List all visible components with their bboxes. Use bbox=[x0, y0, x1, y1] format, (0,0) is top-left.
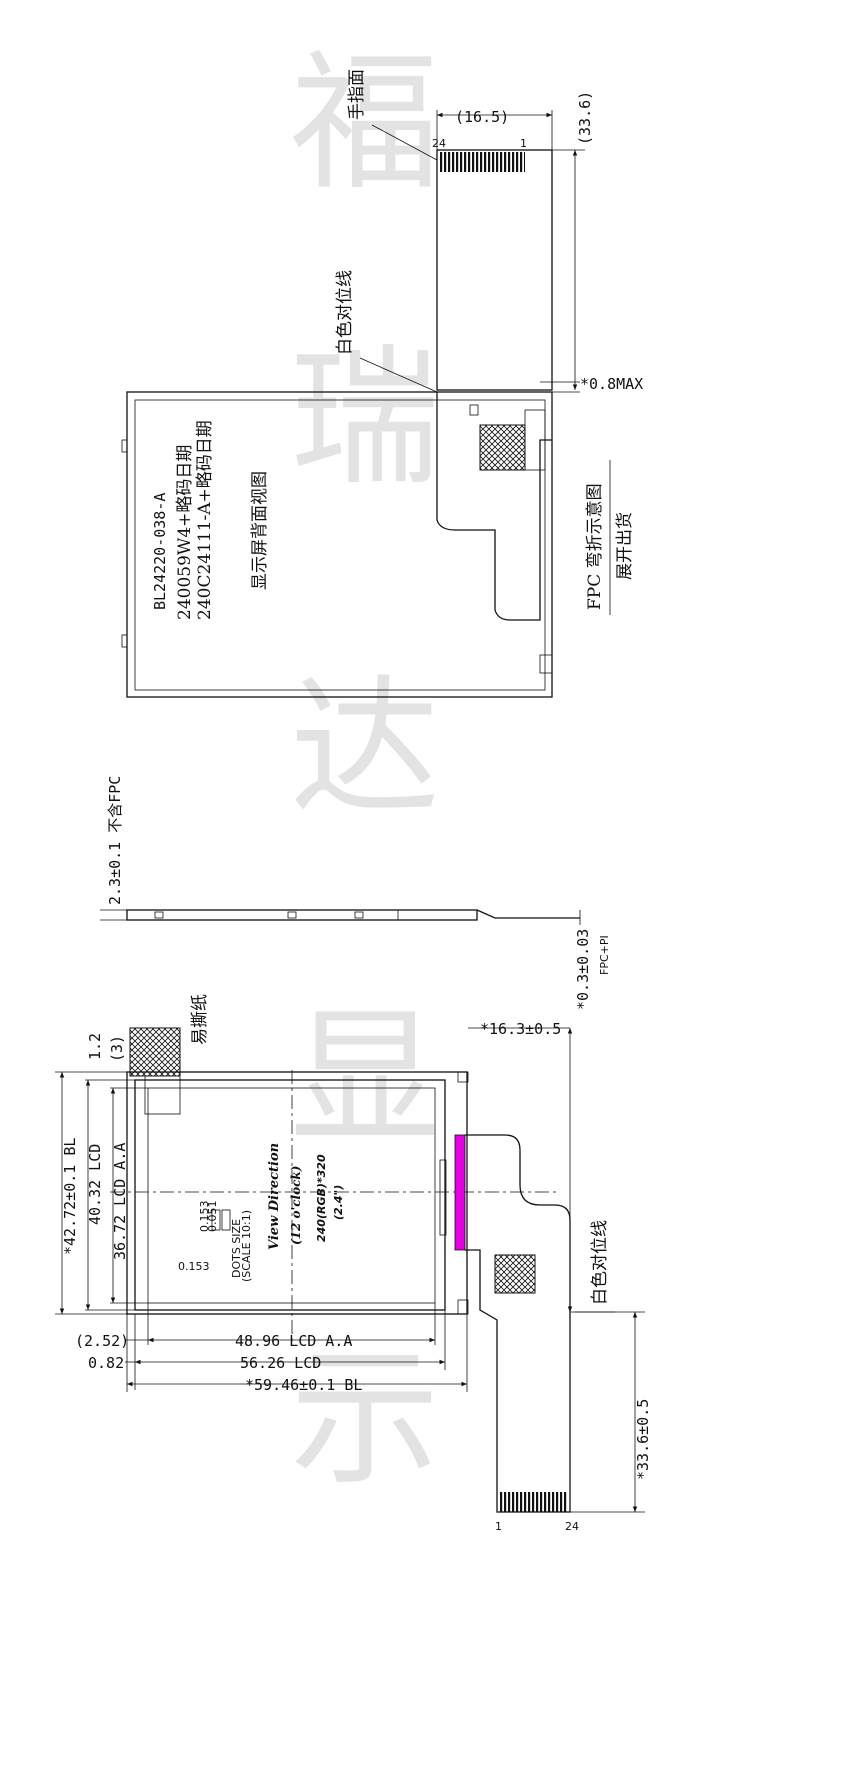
pitch-b: 0.153 bbox=[198, 1201, 211, 1233]
dim-1-2: 1.2 bbox=[86, 1033, 104, 1060]
tear-paper-label: 易撕纸 bbox=[190, 994, 210, 1045]
resolution-label: 240(RGB)*320 bbox=[315, 1154, 328, 1242]
fpc-position-dim: *16.3±0.5 bbox=[480, 1020, 561, 1038]
fpc-front-outline bbox=[465, 1134, 571, 1513]
code-label-2: 240C24111-A+略码日期 bbox=[195, 420, 215, 620]
model-label: BL24220-038-A bbox=[151, 493, 169, 610]
scale-label: (SCALE 10:1) bbox=[240, 1210, 253, 1282]
view-direction-label: View Direction bbox=[267, 1143, 282, 1250]
watermark-char: 显 bbox=[290, 992, 440, 1166]
fpc-thickness-dim: *0.8MAX bbox=[580, 375, 643, 393]
front-align-line-label: 白色对位线 bbox=[590, 1220, 610, 1305]
dots-size-label: DOTS SIZE bbox=[230, 1219, 243, 1278]
fpc-fold-title: FPC 弯折示意图 bbox=[585, 483, 605, 610]
finger-side-label: 手指面 bbox=[347, 69, 367, 120]
watermark-char: 瑞 bbox=[290, 332, 440, 506]
side-body bbox=[126, 909, 478, 921]
dim-2-52: (2.52) bbox=[75, 1332, 129, 1350]
pitch-a: 0.153 bbox=[178, 1260, 210, 1273]
fpc-length-front-dim: *33.6±0.5 bbox=[634, 1399, 652, 1480]
clock-label: (12 o'clock) bbox=[289, 1166, 303, 1245]
bl-outline bbox=[126, 1071, 468, 1315]
back-panel-outline bbox=[126, 391, 553, 698]
fpc-length-dim: (33.6) bbox=[576, 91, 594, 145]
lcd-height-dim: 40.32 LCD bbox=[86, 1144, 104, 1225]
fpc-pin-24: 24 bbox=[565, 1520, 579, 1533]
fpc-pin-label: 24 bbox=[432, 137, 446, 150]
bl-width-dim: *59.46±0.1 BL bbox=[245, 1376, 362, 1394]
align-line-label: 白色对位线 bbox=[335, 270, 355, 355]
dim-0-82: 0.82 bbox=[88, 1354, 124, 1372]
back-panel-inner bbox=[134, 399, 546, 691]
shipping-label: 展开出货 bbox=[615, 512, 635, 580]
ic-hatch bbox=[479, 424, 526, 471]
fpc-pin-1: 1 bbox=[495, 1520, 502, 1533]
aa-width-dim: 48.96 LCD A.A bbox=[235, 1332, 352, 1350]
fpc-back-outline bbox=[436, 392, 552, 621]
fpc-width-dim: (16.5) bbox=[455, 108, 509, 126]
fpc-gold-fingers bbox=[440, 152, 525, 172]
fpc-strip bbox=[436, 149, 553, 391]
pitch-c: 0.051 bbox=[206, 1201, 219, 1233]
lcd-outline bbox=[134, 1079, 446, 1311]
aa-height-dim: 36.72 LCD A.A bbox=[111, 1143, 129, 1260]
code-label-1: 240059W4+略码日期 bbox=[175, 445, 195, 620]
active-area bbox=[147, 1087, 436, 1304]
fpc-material-label: FPC+PI bbox=[598, 935, 611, 975]
fpc-bond-area bbox=[454, 1134, 466, 1251]
side-view: 2.3±0.1 不含FPC *0.3±0.03 FPC+PI bbox=[100, 776, 611, 1010]
fpc-ic-hatch bbox=[494, 1254, 536, 1294]
bl-height-dim: *42.72±0.1 BL bbox=[61, 1138, 79, 1255]
tear-paper bbox=[129, 1027, 181, 1077]
fpc-fold-view: 24 1 (16.5) 手指面 (33.6) 白色对位线 *0.8MAX bbox=[121, 69, 643, 698]
fpc-pin-label: 1 bbox=[520, 137, 527, 150]
dim-3: (3) bbox=[108, 1035, 126, 1062]
side-fpc bbox=[476, 909, 580, 919]
fpc-front-fingers bbox=[499, 1492, 567, 1512]
front-view: 易撕纸 1 24 白色对位线 View Direction (12 o'cloc… bbox=[55, 994, 652, 1533]
fpc-thickness-dim: *0.3±0.03 bbox=[574, 929, 592, 1010]
lcd-width-dim: 56.26 LCD bbox=[240, 1354, 321, 1372]
watermark: 福 瑞 达 显 示 bbox=[290, 37, 440, 1506]
module-thickness-dim: 2.3±0.1 不含FPC bbox=[106, 776, 124, 905]
back-view-title: 显示屏背面视图 bbox=[250, 471, 270, 590]
watermark-char: 达 bbox=[290, 662, 440, 836]
diagonal-label: (2.4") bbox=[332, 1185, 345, 1220]
watermark-char: 福 bbox=[290, 37, 440, 211]
